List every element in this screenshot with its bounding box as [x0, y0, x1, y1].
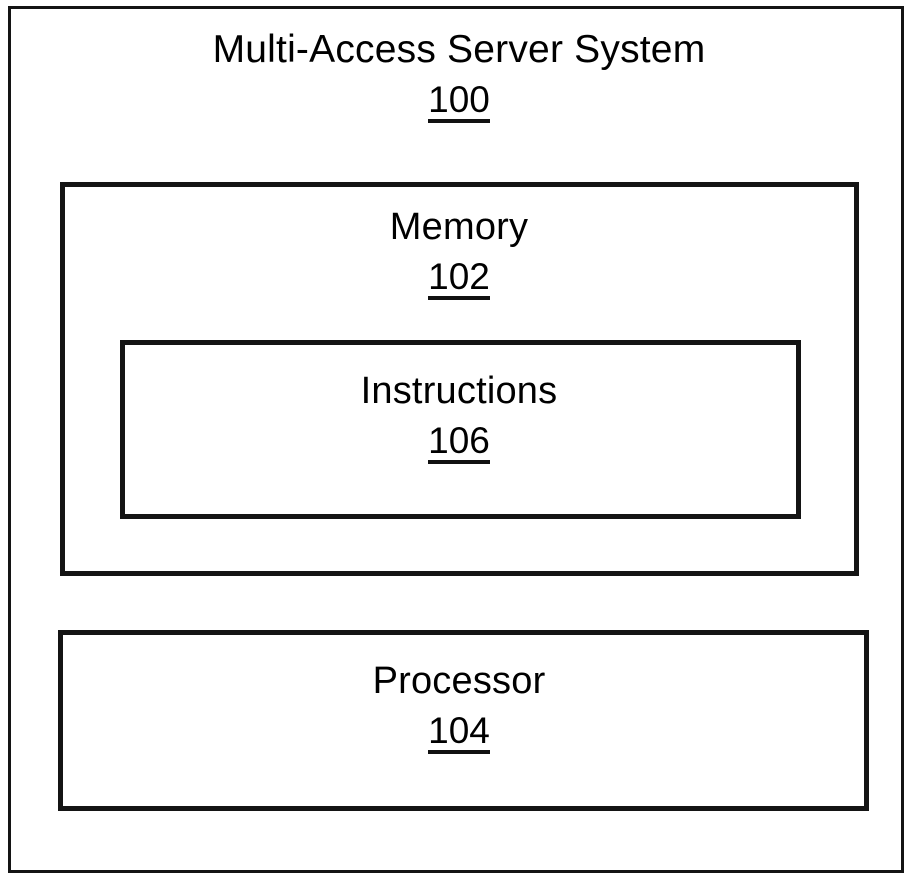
instructions-block	[120, 340, 801, 519]
processor-block	[58, 630, 869, 811]
instructions-label-group: Instructions 106	[0, 372, 918, 464]
instructions-title: Instructions	[360, 370, 558, 412]
processor-label-group: Processor 104	[0, 662, 918, 754]
system-title: Multi-Access Server System	[212, 28, 706, 71]
memory-reference-numeral: 102	[428, 258, 490, 300]
instructions-reference-numeral: 106	[428, 422, 490, 464]
processor-reference-numeral: 104	[428, 712, 490, 754]
memory-label-group: Memory 102	[0, 208, 918, 300]
system-reference-numeral: 100	[428, 81, 490, 123]
processor-title: Processor	[372, 660, 546, 702]
system-label-group: Multi-Access Server System 100	[0, 30, 918, 123]
memory-title: Memory	[389, 206, 529, 248]
